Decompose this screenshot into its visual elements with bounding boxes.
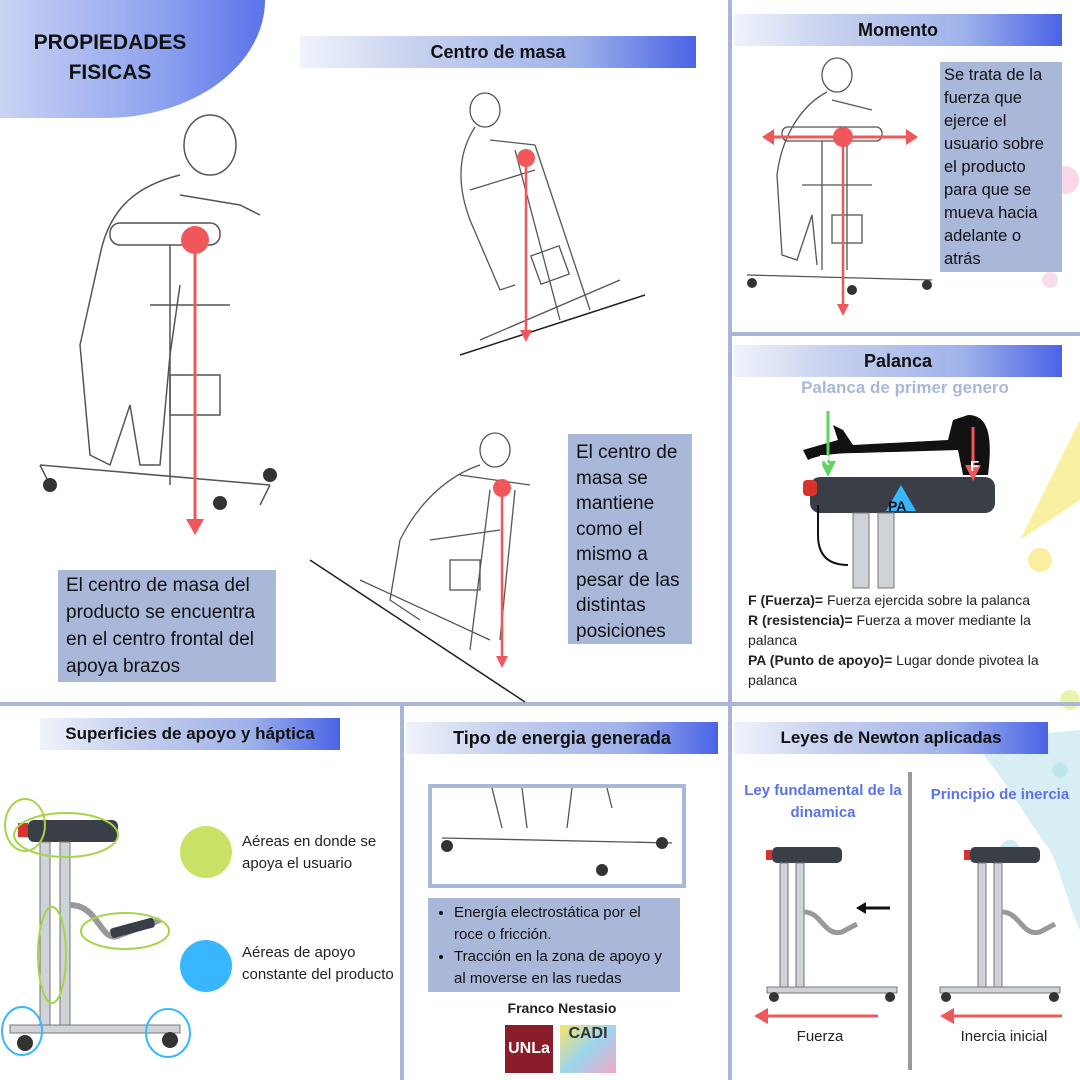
separator-vertical-top — [728, 0, 732, 704]
banner-centro-masa: Centro de masa — [300, 36, 696, 68]
palanca-def-resistencia-text: Fuerza a mover mediante la palanca — [748, 612, 1031, 648]
palanca-def-fuerza-text: Fuerza ejercida sobre la palanca — [823, 592, 1031, 608]
separator-vertical-bottom-left — [400, 706, 404, 1080]
newton-left-caption: Fuerza — [796, 1028, 844, 1045]
legend-green-dot — [180, 826, 232, 878]
separator-momento-palanca — [732, 332, 1080, 336]
banner-newton-label: Leyes de Newton aplicadas — [780, 728, 1002, 747]
newton-left-title: Ley fundamental de la dinamica — [744, 782, 902, 821]
newton-right-stander — [939, 847, 1061, 1002]
momento-stander-illustration — [746, 57, 933, 295]
palanca-subtitle: Palanca de primer genero — [801, 378, 1009, 397]
energia-wheels-illustration — [441, 788, 673, 876]
newton-left-stander — [766, 847, 898, 1002]
palanca-definitions: F (Fuerza)= Fuerza ejercida sobre la pal… — [748, 590, 1066, 690]
separator-newton — [908, 772, 912, 1070]
banner-energia-label: Tipo de energia generada — [453, 727, 671, 748]
palanca-armrest-diagram — [803, 411, 995, 589]
palanca-def-fuerza: F (Fuerza)= Fuerza ejercida sobre la pal… — [748, 590, 1066, 610]
banner-momento-label: Momento — [858, 19, 938, 40]
banner-momento: Momento — [734, 14, 1062, 46]
newton-left-force-arrow — [754, 1008, 878, 1024]
palanca-def-apoyo-term: PA (Punto de apoyo)= — [748, 652, 893, 668]
palanca-def-apoyo-text: Lugar donde pivotea la palanca — [748, 652, 1039, 688]
centro-masa-marker-bottom — [493, 479, 511, 668]
banner-superficies-label: Superficies de apoyo y háptica — [65, 724, 315, 743]
energia-description: Energía electrostática por el roce o fri… — [428, 898, 680, 992]
legend-blue-dot — [180, 940, 232, 992]
separator-vertical-bottom-right — [728, 706, 732, 1080]
newton-right-title: Principio de inercia — [930, 786, 1070, 803]
energia-bullet-list: Energía electrostática por el roce o fri… — [434, 902, 674, 990]
momento-description-text: Se trata de la fuerza que ejerce el usua… — [944, 66, 1044, 268]
palanca-def-apoyo: PA (Punto de apoyo)= Lugar donde pivotea… — [748, 650, 1066, 690]
centro-masa-description-right-text: El centro de masa se mantiene como el mi… — [576, 442, 680, 642]
banner-palanca: Palanca — [734, 345, 1062, 377]
banner-palanca-label: Palanca — [863, 350, 933, 371]
banner-centro-masa-label: Centro de masa — [430, 41, 566, 62]
energia-bullet-2: Tracción en la zona de apoyo y al movers… — [454, 946, 674, 990]
centro-masa-marker-large — [181, 226, 209, 535]
logo-cadi: CADI — [560, 1025, 616, 1073]
palanca-def-resistencia: R (resistencia)= Fuerza a mover mediante… — [748, 610, 1066, 650]
page-title: PROPIEDADES FISICAS — [20, 28, 200, 88]
centro-masa-description-right: El centro de masa se mantiene como el mi… — [568, 434, 692, 644]
banner-superficies: Superficies de apoyo y háptica — [40, 718, 340, 750]
logo-unla-text: UNLa — [508, 1040, 550, 1057]
palanca-def-fuerza-term: F (Fuerza)= — [748, 592, 824, 608]
palanca-label-pa: PA — [888, 498, 907, 514]
stander-tilted-illustration-bottom — [309, 432, 531, 703]
banner-energia: Tipo de energia generada — [406, 722, 718, 754]
banner-newton: Leyes de Newton aplicadas — [734, 722, 1048, 754]
energia-image-frame — [428, 784, 686, 888]
energia-bullet-1: Energía electrostática por el roce o fri… — [454, 902, 674, 946]
author-name: Franco Nestasio — [507, 1000, 617, 1016]
newton-right-inertia-arrow — [940, 1008, 1062, 1024]
legend-blue-text: Aéreas de apoyo constante del producto — [242, 944, 394, 983]
stander-tilted-illustration-top — [459, 92, 646, 356]
logo-cadi-text: CADI — [568, 1025, 608, 1042]
palanca-label-r: R — [819, 452, 830, 469]
palanca-label-f: F — [970, 458, 980, 475]
separator-horizontal-middle — [0, 702, 1080, 706]
stander-user-illustration-large — [39, 114, 277, 510]
newton-right-caption: Inercia inicial — [960, 1028, 1048, 1045]
page-title-line2: FISICAS — [68, 61, 152, 84]
centro-masa-description-left-text: El centro de masa del producto se encuen… — [66, 575, 256, 677]
legend-green-text: Aéreas en donde se apoya el usuario — [242, 833, 377, 872]
superficies-stander-diagram — [1, 798, 191, 1058]
page-title-line1: PROPIEDADES — [33, 31, 187, 54]
centro-masa-description-left: El centro de masa del producto se encuen… — [58, 570, 276, 682]
momento-description: Se trata de la fuerza que ejerce el usua… — [940, 62, 1062, 272]
logo-unla: UNLa — [505, 1025, 553, 1073]
momento-force-arrows — [762, 127, 918, 316]
palanca-def-resistencia-term: R (resistencia)= — [748, 612, 853, 628]
centro-masa-marker-top — [517, 149, 535, 342]
